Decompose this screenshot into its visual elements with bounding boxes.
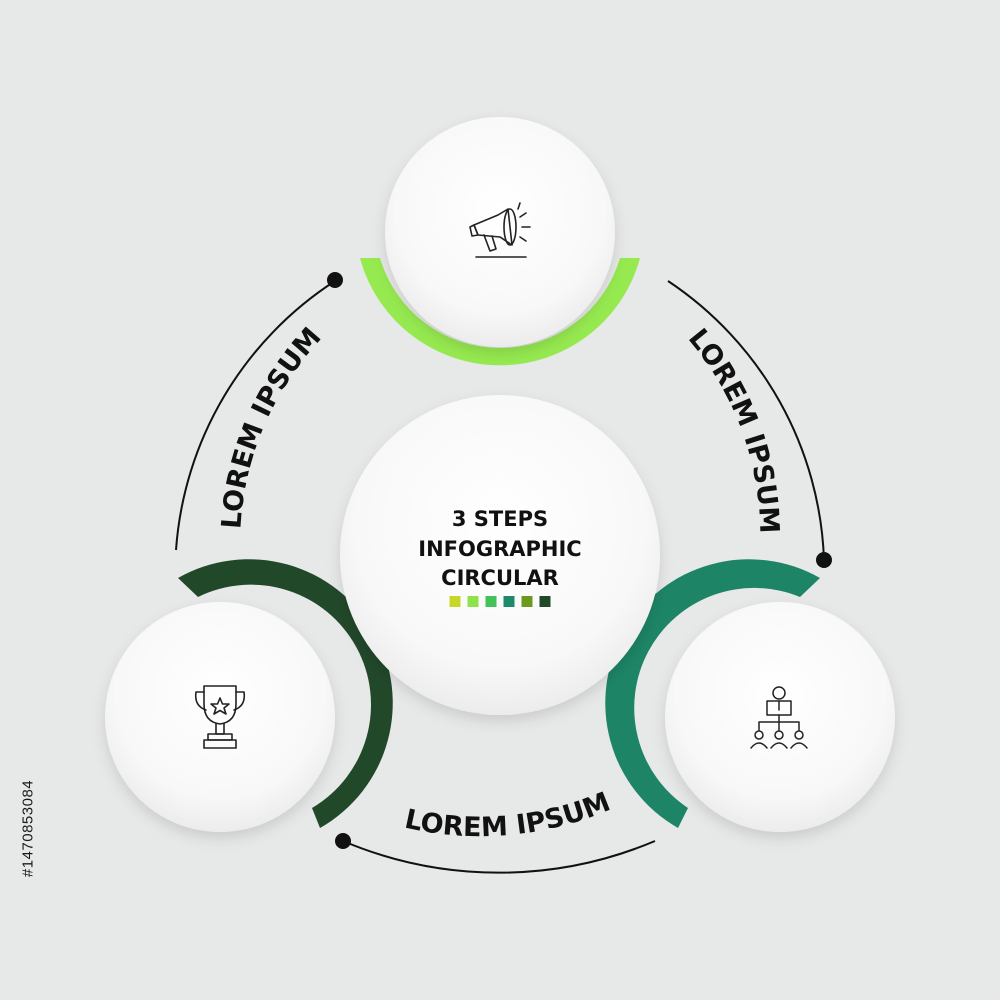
connector-arc-bottom: [342, 840, 656, 874]
connector-dot-right: [816, 552, 832, 568]
step-band-right: [605, 559, 820, 828]
megaphone-icon: [469, 202, 531, 258]
center-title-line2: INFOGRAPHIC: [418, 537, 581, 561]
step-band-top: [360, 258, 640, 366]
step-band-left: [178, 559, 393, 828]
color-swatch-3: [485, 596, 497, 607]
center-title-line1: 3 STEPS: [452, 507, 548, 531]
label-bottom: LOREM IPSUM: [402, 787, 615, 844]
org-chart-icon: [750, 686, 808, 749]
trophy-icon: [194, 685, 246, 749]
color-swatch-1: [449, 596, 461, 607]
color-swatch-5: [521, 596, 533, 607]
label-left: LOREM IPSUM: [216, 322, 327, 530]
connector-dot-top-left: [327, 272, 343, 288]
step-circle-right: [665, 602, 895, 832]
step-circle-left: [105, 602, 335, 832]
color-swatch-6: [539, 596, 551, 607]
connector-arc-right: [667, 280, 825, 561]
label-right: LOREM IPSUM: [682, 323, 784, 534]
step-circle-top: [385, 117, 615, 347]
connector-arc-left: [175, 280, 336, 551]
color-swatch-row: [449, 596, 551, 607]
center-title-line3: CIRCULAR: [441, 566, 559, 590]
stock-image-id: #1470853084: [19, 779, 37, 878]
center-circle: [340, 395, 660, 715]
color-swatch-2: [467, 596, 479, 607]
connector-dot-bottom: [335, 833, 351, 849]
color-swatch-4: [503, 596, 515, 607]
